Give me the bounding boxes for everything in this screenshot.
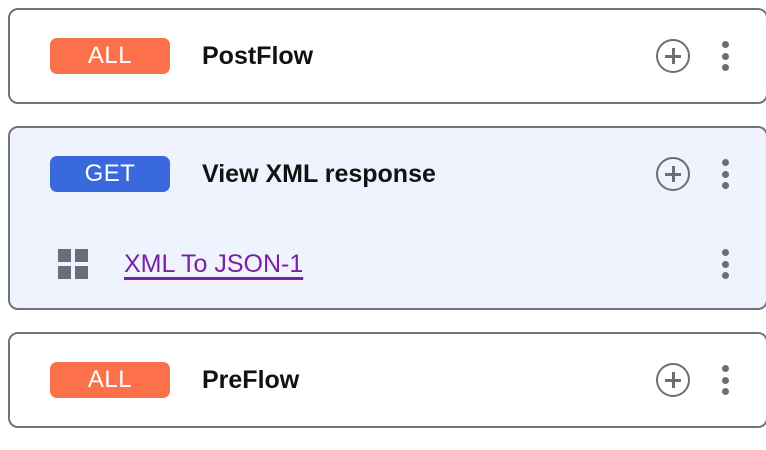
kebab-dot xyxy=(721,388,729,395)
flow-row-actions xyxy=(656,363,738,397)
grid-square xyxy=(75,266,88,279)
flow-row-actions xyxy=(656,39,738,73)
step-row-actions xyxy=(690,247,738,281)
kebab-menu-icon[interactable] xyxy=(712,363,738,397)
flow-card-preflow[interactable]: ALL PreFlow xyxy=(8,332,766,428)
step-link-xml-to-json-1[interactable]: XML To JSON-1 xyxy=(124,249,304,278)
flow-header-row[interactable]: ALL PostFlow xyxy=(10,10,766,102)
kebab-dot xyxy=(721,41,729,48)
flow-step-row[interactable]: XML To JSON-1 xyxy=(10,220,766,308)
kebab-dot xyxy=(721,376,729,384)
flow-title: View XML response xyxy=(202,159,436,188)
grid-policy-icon xyxy=(58,249,88,279)
kebab-dot xyxy=(721,159,729,166)
flow-header-row[interactable]: ALL PreFlow xyxy=(10,334,766,426)
plus-circle-icon[interactable] xyxy=(656,39,690,73)
kebab-dot xyxy=(721,365,729,372)
kebab-menu-icon[interactable] xyxy=(712,247,738,281)
kebab-menu-icon[interactable] xyxy=(712,157,738,191)
flow-row-actions xyxy=(656,157,738,191)
method-badge-get: GET xyxy=(50,156,170,192)
kebab-dot xyxy=(721,52,729,60)
kebab-dot xyxy=(721,260,729,268)
kebab-dot xyxy=(721,64,729,71)
flow-card-postflow[interactable]: ALL PostFlow xyxy=(8,8,766,104)
plus-circle-icon[interactable] xyxy=(656,157,690,191)
plus-circle-icon[interactable] xyxy=(656,363,690,397)
kebab-dot xyxy=(721,249,729,256)
kebab-dot xyxy=(721,272,729,279)
kebab-dot xyxy=(721,170,729,178)
method-badge-all: ALL xyxy=(50,38,170,74)
kebab-dot xyxy=(721,182,729,189)
flow-list: ALL PostFlow GET View XML response xyxy=(8,8,766,450)
grid-square xyxy=(75,249,88,262)
method-badge-all: ALL xyxy=(50,362,170,398)
grid-square xyxy=(58,249,71,262)
grid-square xyxy=(58,266,71,279)
flow-header-row[interactable]: GET View XML response xyxy=(10,128,766,220)
flow-title: PostFlow xyxy=(202,41,314,70)
flow-card-view-xml-response[interactable]: GET View XML response XML To JSON-1 xyxy=(8,126,766,310)
kebab-menu-icon[interactable] xyxy=(712,39,738,73)
flow-title: PreFlow xyxy=(202,365,300,394)
